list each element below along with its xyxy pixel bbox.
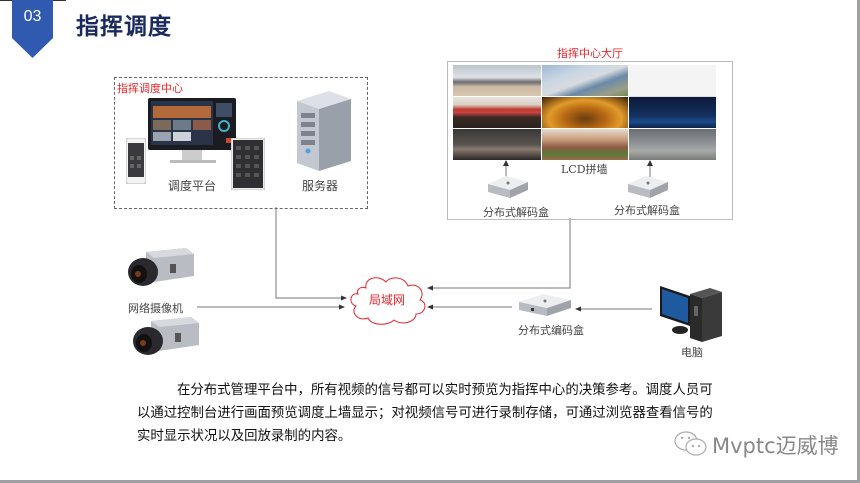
monitor-icon — [148, 98, 236, 163]
lan-label: 局域网 — [369, 293, 406, 307]
frame-border-bottom — [0, 480, 860, 483]
command-hall-box — [447, 61, 733, 220]
video-tile-8 — [542, 129, 628, 160]
decoder-right-icon — [628, 176, 668, 198]
wechat-icon — [674, 431, 707, 456]
camera-label: 网络摄像机 — [128, 302, 183, 315]
server-label: 服务器 — [302, 179, 339, 193]
section-badge — [12, 0, 53, 58]
section-number: 03 — [23, 8, 42, 25]
command-center-box — [114, 77, 368, 209]
platform-label: 调度平台 — [168, 179, 217, 193]
computer-label: 电脑 — [681, 346, 703, 359]
video-tile-7 — [453, 129, 541, 160]
camera-bottom-icon — [133, 317, 199, 355]
video-tile-1 — [453, 65, 541, 96]
decoder-left-icon — [488, 176, 528, 198]
video-tile-3 — [629, 65, 716, 97]
arrow-hall — [427, 285, 433, 291]
line-hall-to-lan — [430, 218, 571, 289]
computer-icon — [660, 286, 722, 342]
lan-cloud-icon — [350, 277, 426, 325]
phone-icon — [126, 138, 146, 184]
command-center-label: 指挥调度中心 — [117, 82, 183, 95]
arrow-decoder-left — [503, 160, 509, 166]
server-icon — [297, 91, 351, 171]
camera-top-icon — [128, 248, 194, 286]
video-tile-9 — [629, 129, 716, 160]
page-title: 指挥调度 — [76, 14, 172, 40]
video-tile-6 — [629, 97, 716, 128]
frame-border-right — [857, 0, 860, 483]
video-tile-5 — [542, 97, 628, 128]
arrow-encoder — [427, 304, 433, 310]
encoder-label: 分布式编码盒 — [518, 324, 584, 337]
encoder-icon — [519, 294, 571, 316]
arrow-camera — [339, 304, 345, 310]
video-wall-label: LCD拼墙 — [561, 163, 608, 176]
description-text: 在分布式管理平台中，所有视频的信号都可以实时预览为指挥中心的决策参考。调度人员可… — [137, 383, 713, 444]
video-tile-2 — [542, 65, 628, 96]
decoder-left-label: 分布式解码盒 — [483, 206, 549, 219]
command-hall-label: 指挥中心大厅 — [557, 47, 623, 60]
arrow-decoder-right — [647, 160, 653, 166]
decoder-right-label: 分布式解码盒 — [614, 204, 680, 217]
line-center-to-lan — [275, 207, 343, 299]
arrow-center — [341, 295, 347, 301]
watermark-text: Mvptc迈威博 — [712, 434, 839, 458]
video-tile-4 — [453, 97, 541, 128]
arrow-pc — [575, 306, 581, 312]
keypad-icon — [231, 138, 265, 190]
